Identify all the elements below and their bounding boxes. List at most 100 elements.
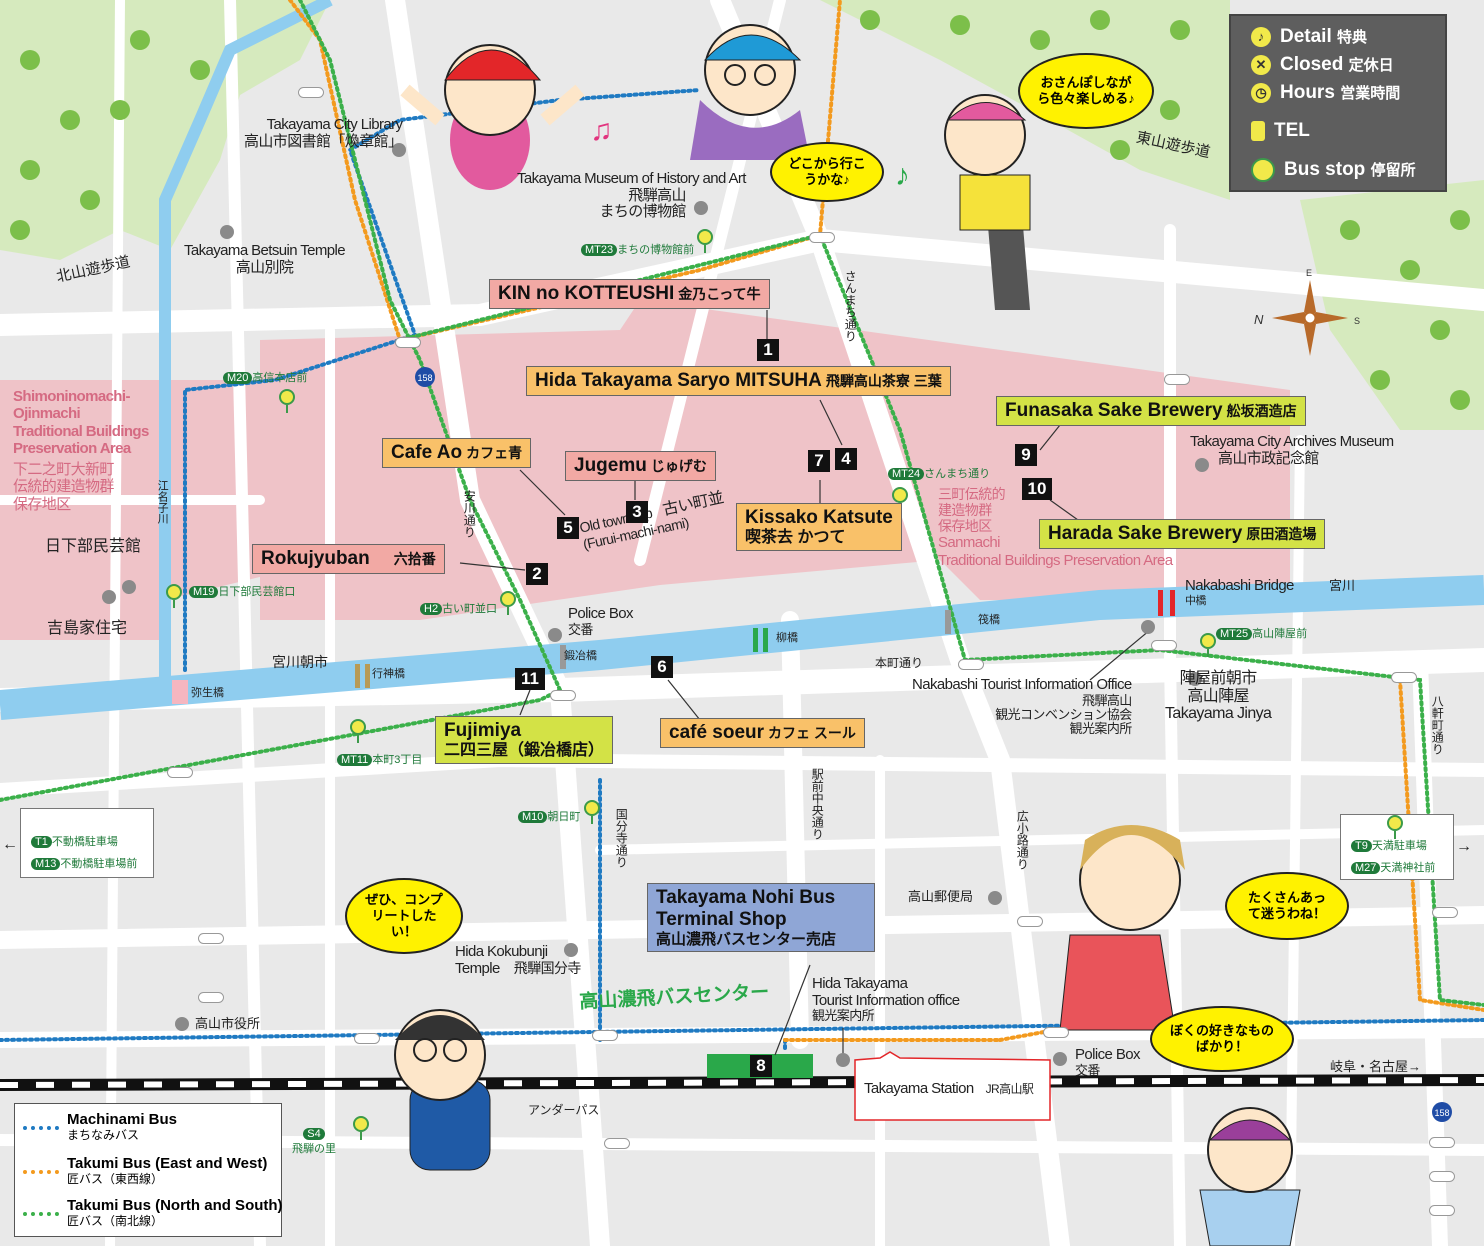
bus-stop-icon[interactable] bbox=[353, 1116, 369, 1140]
bus-stop-icon[interactable] bbox=[1200, 633, 1216, 657]
shop-number-3[interactable]: 3 bbox=[626, 501, 648, 523]
traffic-signal bbox=[1017, 916, 1043, 927]
traffic-signal bbox=[354, 1033, 380, 1044]
shop-number-10[interactable]: 10 bbox=[1022, 478, 1052, 500]
bridge-yanagibashi: 柳橋 bbox=[776, 632, 798, 644]
post-office-label: 高山郵便局 bbox=[908, 889, 974, 904]
enakogawa-river bbox=[159, 0, 333, 700]
traffic-signal bbox=[1429, 1171, 1455, 1182]
route-158-shield: 158 bbox=[1432, 1102, 1452, 1122]
shop-number-1[interactable]: 1 bbox=[757, 339, 779, 361]
poi-marker[interactable] bbox=[1188, 672, 1202, 686]
bus-stop-icon[interactable] bbox=[166, 584, 182, 608]
poi-marker[interactable] bbox=[392, 143, 406, 157]
gifu-nagoya-label: 岐阜・名古屋→ bbox=[1330, 1059, 1422, 1074]
bus-stop-icon[interactable] bbox=[892, 487, 908, 511]
poi-marker[interactable] bbox=[122, 580, 136, 594]
route-158-shield: 158 bbox=[415, 367, 435, 387]
bus-stop-icon[interactable] bbox=[350, 719, 366, 743]
legend-takumi-ns: Takumi Bus (North and South)匠バス（南北線） bbox=[67, 1197, 283, 1228]
icon-legend: ♪Detail 特典 ✕Closed 定休日 ◷Hours 営業時間 TEL B… bbox=[1229, 14, 1447, 192]
character-man-glasses bbox=[394, 1009, 491, 1171]
poi-marker[interactable] bbox=[1141, 620, 1155, 634]
poi-marker[interactable] bbox=[175, 1017, 189, 1031]
shop-number-4[interactable]: 4 bbox=[835, 448, 857, 470]
character-boy-blue-cap bbox=[690, 24, 810, 160]
svg-text:158: 158 bbox=[1434, 1108, 1449, 1118]
bus-stop-icon[interactable] bbox=[279, 389, 295, 413]
legend-closed: ✕Closed 定休日 bbox=[1251, 54, 1394, 76]
music-note-icon: ♫ bbox=[590, 114, 613, 147]
poi-marker[interactable] bbox=[548, 628, 562, 642]
shop-number-2[interactable]: 2 bbox=[526, 563, 548, 585]
poi-marker[interactable] bbox=[988, 891, 1002, 905]
traffic-signal bbox=[198, 992, 224, 1003]
railway bbox=[0, 1074, 1484, 1091]
poi-marker[interactable] bbox=[1195, 458, 1209, 472]
bridge-gyojinbashi: 行神橋 bbox=[372, 668, 405, 680]
bus-stop-icon[interactable] bbox=[584, 800, 600, 824]
traffic-signal bbox=[1151, 640, 1177, 651]
shop-number-8[interactable]: 8 bbox=[750, 1055, 772, 1077]
poi-marker[interactable] bbox=[836, 1053, 850, 1067]
poi-marker[interactable] bbox=[564, 943, 578, 957]
shop-number-5[interactable]: 5 bbox=[557, 517, 579, 539]
park-east bbox=[1300, 180, 1484, 430]
shop-number-7[interactable]: 7 bbox=[808, 450, 830, 472]
shop-number-9[interactable]: 9 bbox=[1015, 444, 1037, 466]
poi-marker[interactable] bbox=[102, 590, 116, 604]
svg-text:N: N bbox=[1254, 312, 1264, 327]
traffic-signal bbox=[298, 87, 324, 98]
legend-hours: ◷Hours 営業時間 bbox=[1251, 82, 1400, 104]
clock-icon: ◷ bbox=[1251, 82, 1271, 103]
poi-marker[interactable] bbox=[1053, 1052, 1067, 1066]
svg-text:158: 158 bbox=[417, 373, 432, 383]
underpass-label: アンダーパス bbox=[528, 1103, 600, 1117]
arrow-right-icon: → bbox=[1456, 838, 1472, 855]
traffic-signal bbox=[809, 232, 835, 243]
character-boy-purple-cap bbox=[1199, 1107, 1301, 1246]
bus-stop-icon[interactable] bbox=[1387, 815, 1403, 839]
shop-number-6[interactable]: 6 bbox=[651, 656, 673, 678]
poi-marker[interactable] bbox=[220, 225, 234, 239]
leader-lines bbox=[459, 310, 1151, 1056]
preservation-area-main bbox=[260, 300, 1290, 620]
bus-stop-icon[interactable] bbox=[697, 229, 713, 253]
kusakabe-label: 日下部民芸館 bbox=[45, 538, 142, 555]
poi-marker[interactable] bbox=[694, 201, 708, 215]
bus-stop-icon[interactable] bbox=[500, 591, 516, 615]
street-kokubunji: 国分寺通り bbox=[614, 808, 629, 868]
shop-number-11[interactable]: 11 bbox=[515, 668, 545, 690]
music-note-icon: ♪ bbox=[1251, 26, 1271, 47]
